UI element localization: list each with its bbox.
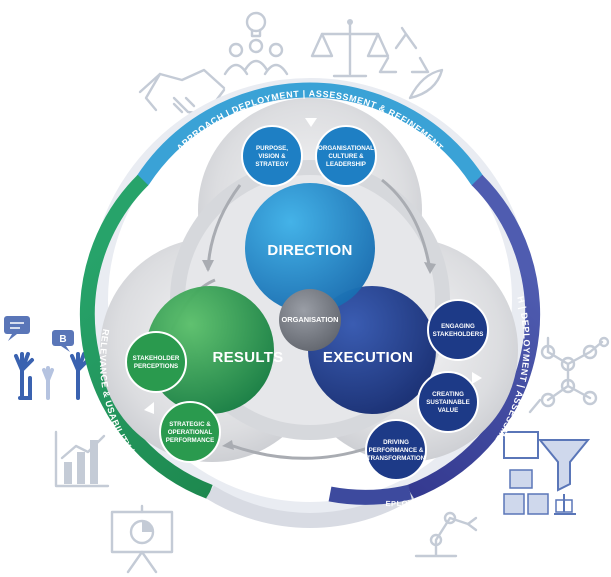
presentation-icon <box>110 504 174 574</box>
criteria-purpose-vision-strategy: PURPOSE,VISION &STRATEGY <box>241 125 303 187</box>
lightbulb-team-icon <box>223 11 289 76</box>
results-label: RESULTS <box>213 349 284 366</box>
organisation-circle <box>279 289 341 351</box>
outer-ring <box>79 78 541 528</box>
chat-hands-icon: B <box>4 316 90 400</box>
puzzle-funnel-icon <box>503 431 591 515</box>
network-icon <box>528 336 610 414</box>
direction-circle <box>245 183 375 313</box>
robot-arm-icon <box>414 511 478 558</box>
execution-label: EXECUTION <box>323 349 413 366</box>
left-triangle-marker <box>144 402 154 414</box>
chat-bubble-letter: B <box>59 334 66 345</box>
recycle-icon <box>378 26 444 100</box>
organisation-label: ORGANISATION <box>282 315 339 324</box>
top-triangle-marker <box>305 118 317 127</box>
scales-icon <box>310 19 390 78</box>
bar-chart-icon <box>54 430 110 488</box>
svg-text:PURPOSE,VISION &STRATEGY: PURPOSE,VISION &STRATEGY <box>255 145 289 168</box>
right-triangle-marker <box>472 372 482 384</box>
direction-label: DIRECTION <box>267 242 352 259</box>
